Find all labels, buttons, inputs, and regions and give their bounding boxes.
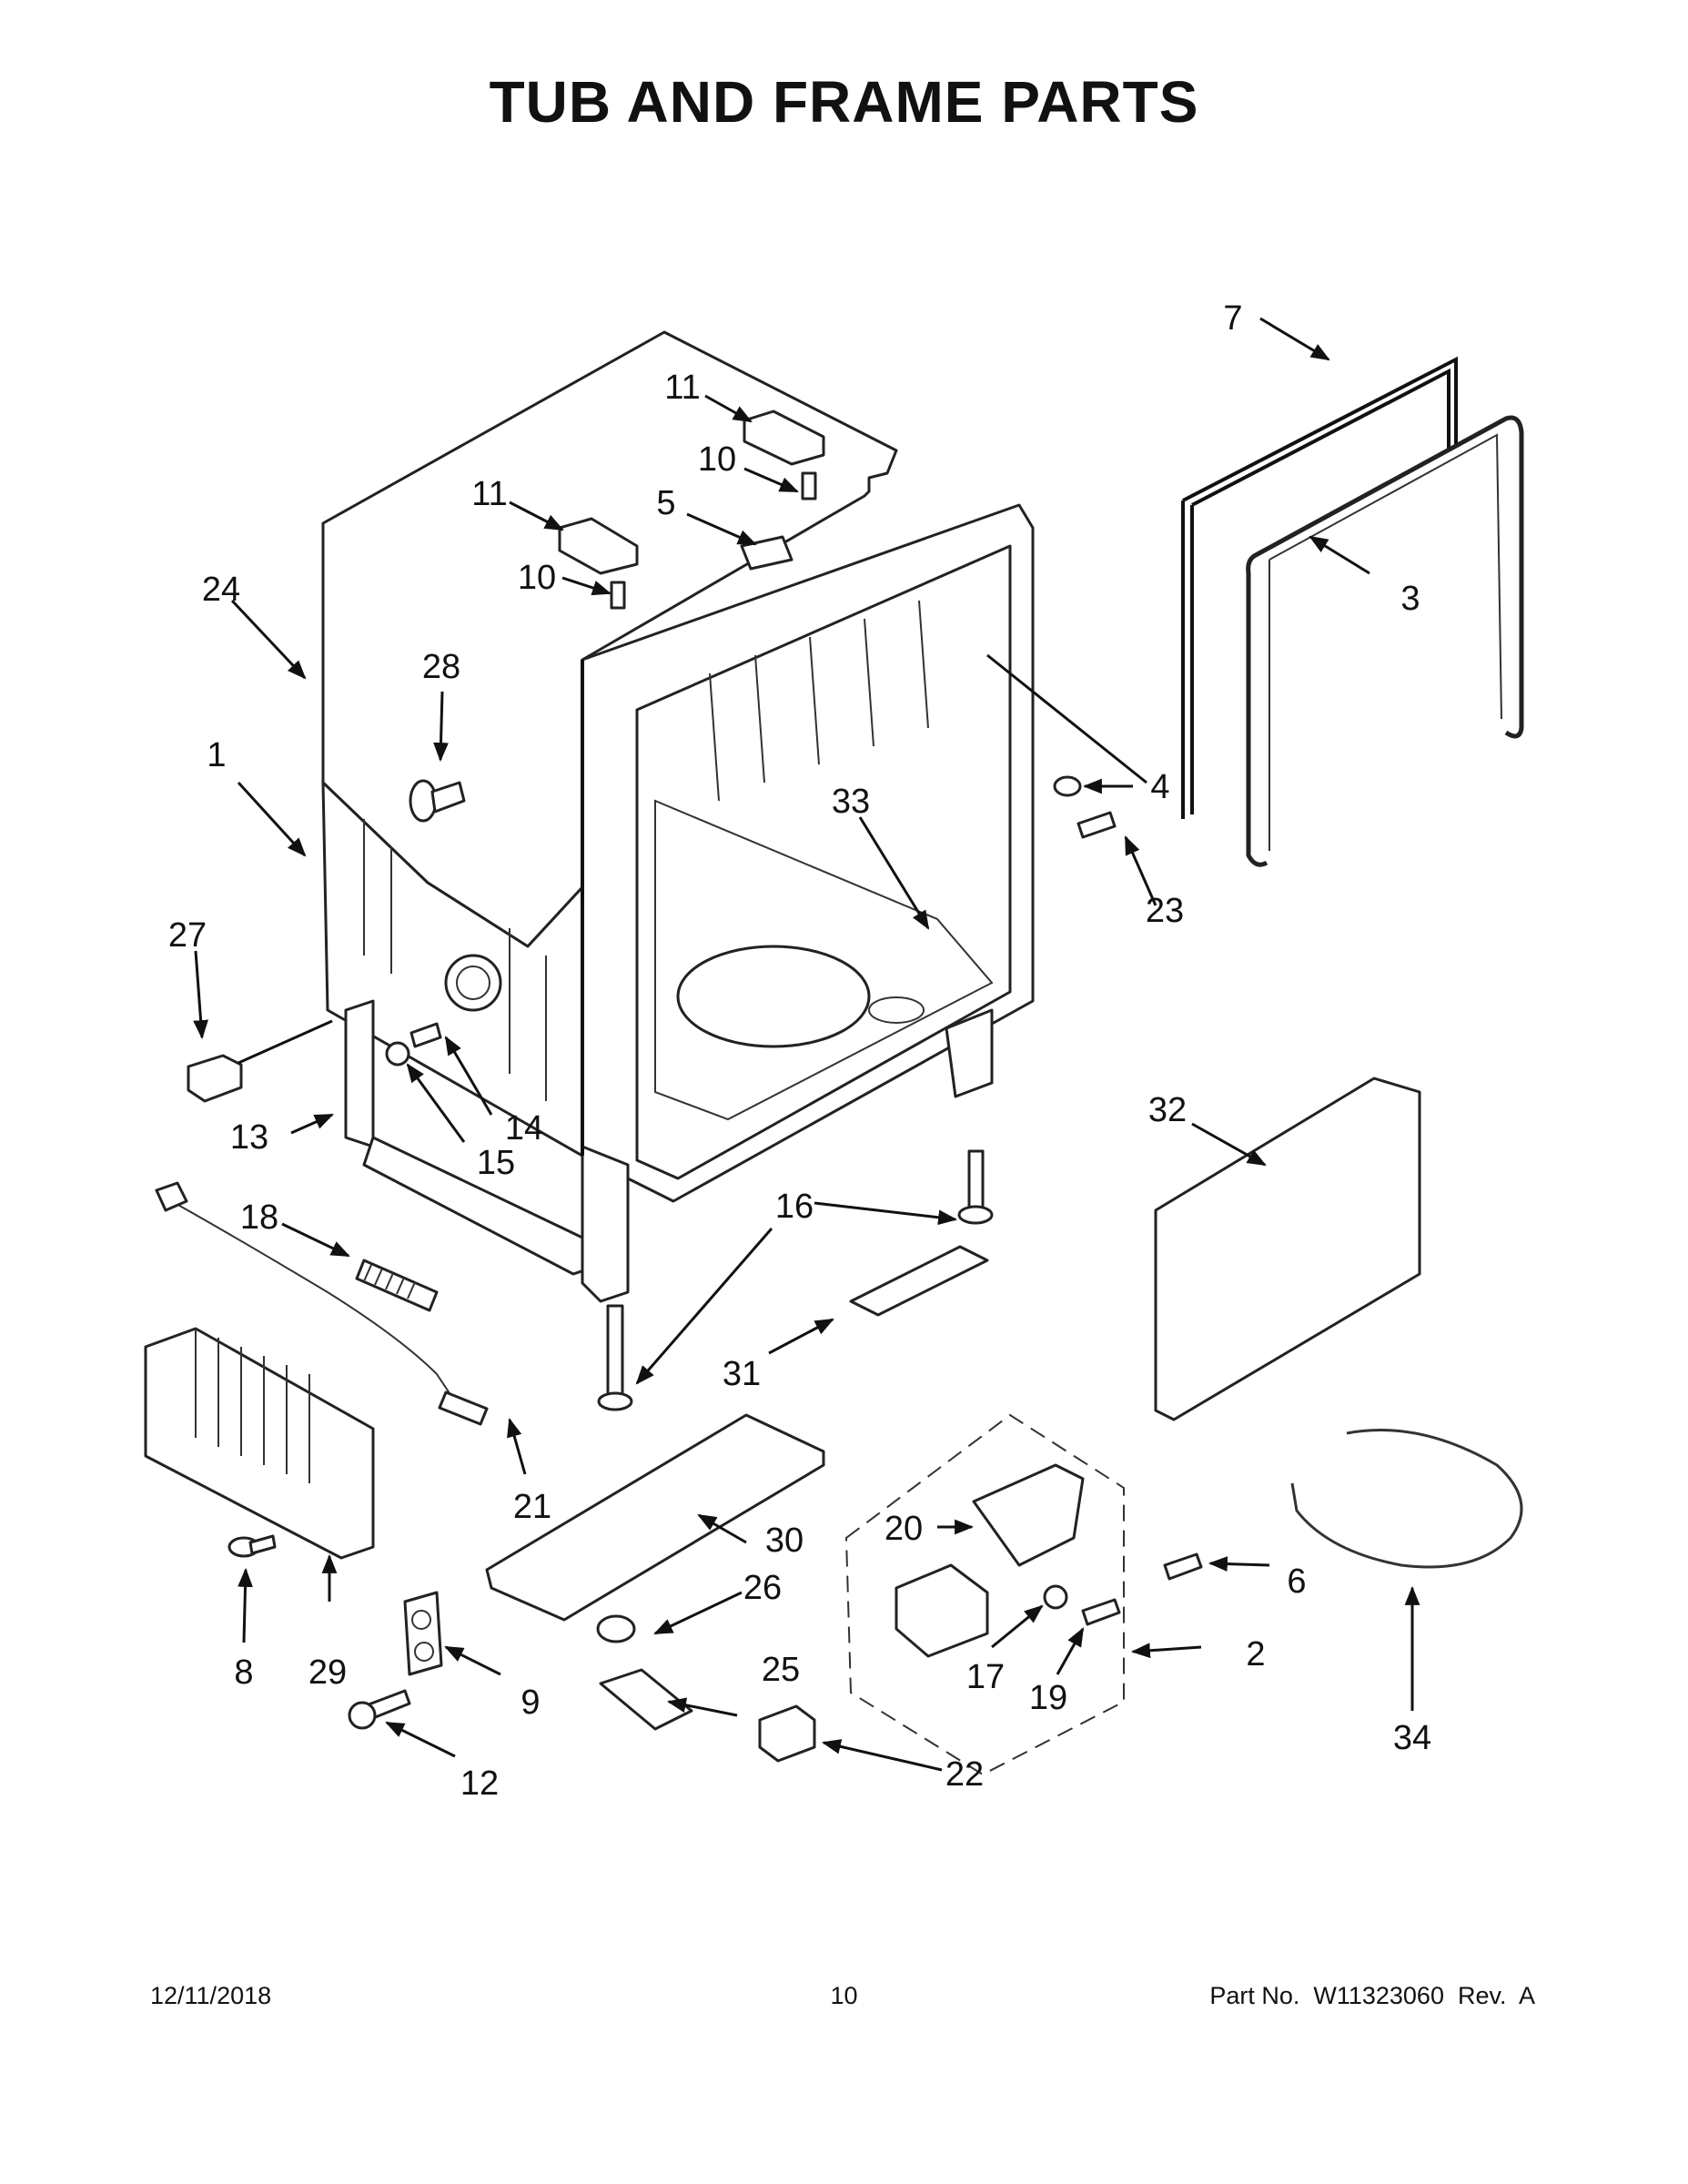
callout-23: 23: [1146, 892, 1184, 930]
insulation-32: [1154, 1077, 1421, 1421]
clip-27: [187, 1054, 243, 1103]
callout-19: 19: [1029, 1679, 1067, 1717]
callout-33: 33: [832, 783, 870, 821]
footer-page-number: 10: [830, 1982, 858, 2009]
part-group-2: [844, 1413, 1203, 1776]
callout-28: 28: [422, 648, 460, 686]
gaskets: [1181, 356, 1524, 867]
callout-16: 16: [775, 1188, 814, 1226]
part-26: [596, 1614, 636, 1643]
callout-22: 22: [945, 1755, 984, 1794]
footer-date: 12/11/2018: [150, 1982, 272, 2009]
plug-button: [409, 779, 466, 823]
bracket-31: [849, 1245, 989, 1317]
screw-23: [1076, 811, 1117, 839]
hinge-brackets: [558, 410, 825, 610]
washer-15: [385, 1041, 410, 1067]
callout-14: 14: [505, 1109, 543, 1148]
part-22: [758, 1704, 816, 1763]
callout-1: 1: [207, 736, 226, 774]
callout-3: 3: [1400, 580, 1420, 618]
callout-27: 27: [168, 916, 207, 955]
wire-harness-18: [155, 1181, 489, 1426]
callout-9: 9: [521, 1684, 540, 1722]
callout-25: 25: [762, 1651, 800, 1689]
callout-34: 34: [1393, 1719, 1431, 1757]
callout-21: 21: [513, 1488, 551, 1526]
page-title: TUB AND FRAME PARTS: [489, 69, 1199, 135]
callout-17: 17: [966, 1658, 1005, 1696]
callout-32: 32: [1148, 1091, 1187, 1129]
callout-11a: 11: [471, 475, 507, 513]
part-25: [599, 1668, 693, 1731]
callout-18: 18: [240, 1198, 278, 1237]
callout-15: 15: [477, 1144, 515, 1182]
callout-2: 2: [1246, 1635, 1265, 1673]
callout-5: 5: [656, 484, 675, 522]
callout-10a: 10: [518, 559, 556, 597]
callout-4: 4: [1150, 768, 1169, 806]
footer-part-number: Part No. W11323060 Rev. A: [1209, 1982, 1535, 2009]
screw-14: [409, 1022, 442, 1048]
callout-26: 26: [743, 1569, 782, 1607]
callout-13: 13: [230, 1118, 268, 1157]
toe-panel-29: [144, 1327, 375, 1560]
parts-9-12: [348, 1591, 443, 1730]
callout-labels: 1 2 3 4 5 6 7 8 9 10 10 11 11 12 13 14 1…: [168, 299, 1431, 1803]
callout-24: 24: [202, 571, 240, 609]
leader-lines: [193, 317, 1420, 1772]
plug: [1053, 775, 1082, 797]
callout-7: 7: [1223, 299, 1242, 338]
callout-30: 30: [765, 1522, 804, 1560]
callout-31: 31: [723, 1355, 761, 1393]
callout-29: 29: [308, 1653, 347, 1692]
wire-34: [1290, 1429, 1523, 1569]
callout-12: 12: [460, 1764, 499, 1803]
callout-6: 6: [1287, 1562, 1306, 1601]
callout-8: 8: [234, 1653, 253, 1692]
callout-20: 20: [884, 1510, 923, 1548]
shield-30: [485, 1413, 825, 1622]
callout-11b: 11: [664, 369, 700, 407]
leveling-legs: [597, 1149, 994, 1411]
tub-assembly: [321, 330, 1035, 1303]
callout-10b: 10: [698, 440, 736, 479]
